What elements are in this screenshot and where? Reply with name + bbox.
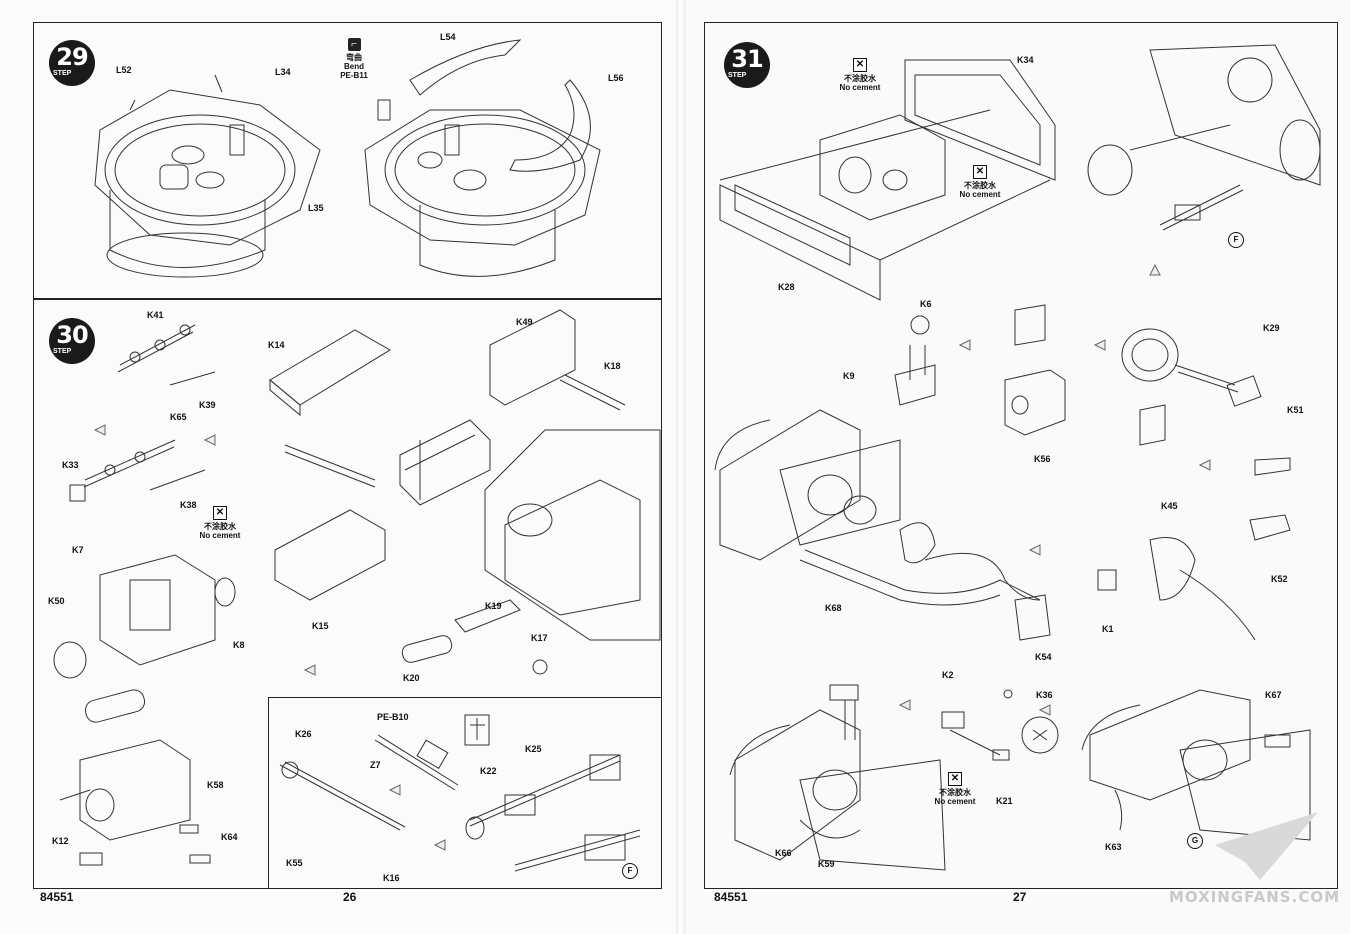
no-cement-en: No cement [959, 190, 1001, 199]
part-label-L56: L56 [608, 73, 624, 83]
part-label-K16: K16 [383, 873, 400, 883]
no-cement-en: No cement [199, 531, 241, 540]
part-label-K15: K15 [312, 621, 329, 631]
part-label-K14: K14 [268, 340, 285, 350]
part-label-K67: K67 [1265, 690, 1282, 700]
part-label-K22: K22 [480, 766, 497, 776]
part-label-L52: L52 [116, 65, 132, 75]
step30-part-drawings [53, 309, 661, 872]
part-label-K66: K66 [775, 848, 792, 858]
part-label-K56: K56 [1034, 454, 1051, 464]
part-label-K45: K45 [1161, 501, 1178, 511]
turret-basket-drawing-left [94, 74, 321, 278]
part-label-PE-B11: PE-B11 [340, 71, 368, 80]
bend-icon: ⌐ [347, 38, 361, 51]
part-label-K65: K65 [170, 412, 187, 422]
turret-basket-drawing-right [364, 39, 601, 277]
part-label-K7: K7 [72, 545, 84, 555]
part-label-K19: K19 [485, 601, 502, 611]
part-label-K41: K41 [147, 310, 164, 320]
part-label-K6: K6 [920, 299, 932, 309]
no-cement-icon: ✕ [973, 165, 987, 179]
part-label-K20: K20 [403, 673, 420, 683]
no-cement-en: No cement [839, 83, 881, 92]
step-30-badge: 30 STEP [49, 318, 95, 364]
part-label-K12: K12 [52, 836, 69, 846]
part-label-K8: K8 [233, 640, 245, 650]
part-label-K29: K29 [1263, 323, 1280, 333]
part-label-K64: K64 [221, 832, 238, 842]
reference-marker-G: G [1187, 833, 1203, 849]
page-number-left: 26 [343, 890, 357, 904]
page-number-right: 27 [1013, 890, 1027, 904]
no-cement-cn: 不涂胶水 [964, 181, 996, 190]
part-label-K18: K18 [604, 361, 621, 371]
step-number: 29 [56, 43, 88, 71]
no-cement-cn: 不涂胶水 [939, 788, 971, 797]
part-label-K25: K25 [525, 744, 542, 754]
step-29-badge: 29 STEP [49, 40, 95, 86]
bend-label-en: Bend [344, 62, 364, 71]
part-label-K51: K51 [1287, 405, 1304, 415]
part-label-L54: L54 [440, 32, 456, 42]
part-label-K39: K39 [199, 400, 216, 410]
right-frame [704, 22, 1338, 889]
part-label-K68: K68 [825, 603, 842, 613]
step-label: STEP [53, 70, 72, 77]
part-label-K21: K21 [996, 796, 1013, 806]
part-label-K1: K1 [1102, 624, 1114, 634]
no-cement-note-step31-a: ✕ 不涂胶水 No cement [838, 58, 882, 92]
watermark-text: MOXINGFANS.COM [1168, 888, 1340, 906]
no-cement-en: No cement [934, 797, 976, 806]
part-label-K63: K63 [1105, 842, 1122, 852]
part-label-L34: L34 [275, 67, 291, 77]
bend-label-cn: 弯曲 [346, 53, 362, 62]
step-label: STEP [728, 72, 747, 79]
step31-part-drawings [714, 44, 1321, 871]
part-label-K58: K58 [207, 780, 224, 790]
part-label-PE-B10: PE-B10 [377, 712, 409, 722]
flow-arrows [93, 263, 1211, 851]
part-label-K2: K2 [942, 670, 954, 680]
part-label-K28: K28 [778, 282, 795, 292]
no-cement-cn: 不涂胶水 [844, 74, 876, 83]
bend-note: ⌐ 弯曲 Bend PE-B11 [334, 38, 374, 80]
page-gutter [676, 0, 686, 934]
part-label-Z7: Z7 [370, 760, 381, 770]
part-label-K17: K17 [531, 633, 548, 643]
kit-number-left: 84551 [40, 890, 74, 904]
step29-divider [33, 298, 661, 300]
no-cement-note-step30: ✕ 不涂胶水 No cement [198, 506, 242, 540]
no-cement-cn: 不涂胶水 [204, 522, 236, 531]
no-cement-icon: ✕ [213, 506, 227, 520]
part-label-K52: K52 [1271, 574, 1288, 584]
part-label-K36: K36 [1036, 690, 1053, 700]
part-label-K55: K55 [286, 858, 303, 868]
part-label-K49: K49 [516, 317, 533, 327]
part-label-K54: K54 [1035, 652, 1052, 662]
part-label-K34: K34 [1017, 55, 1034, 65]
step-number: 30 [56, 321, 88, 349]
part-label-K50: K50 [48, 596, 65, 606]
no-cement-icon: ✕ [948, 772, 962, 786]
part-label-K26: K26 [295, 729, 312, 739]
no-cement-icon: ✕ [853, 58, 867, 72]
step-31-badge: 31 STEP [724, 42, 770, 88]
reference-marker-F: F [1228, 232, 1244, 248]
reference-marker-F: F [622, 863, 638, 879]
no-cement-note-step31-b: ✕ 不涂胶水 No cement [958, 165, 1002, 199]
step-number: 31 [731, 45, 763, 73]
step-label: STEP [53, 348, 72, 355]
part-label-K9: K9 [843, 371, 855, 381]
step30-subframe-weapon [268, 697, 662, 889]
no-cement-note-step31-c: ✕ 不涂胶水 No cement [933, 772, 977, 806]
part-label-K38: K38 [180, 500, 197, 510]
kit-number-right: 84551 [714, 890, 748, 904]
part-label-K33: K33 [62, 460, 79, 470]
part-label-L35: L35 [308, 203, 324, 213]
part-label-K59: K59 [818, 859, 835, 869]
